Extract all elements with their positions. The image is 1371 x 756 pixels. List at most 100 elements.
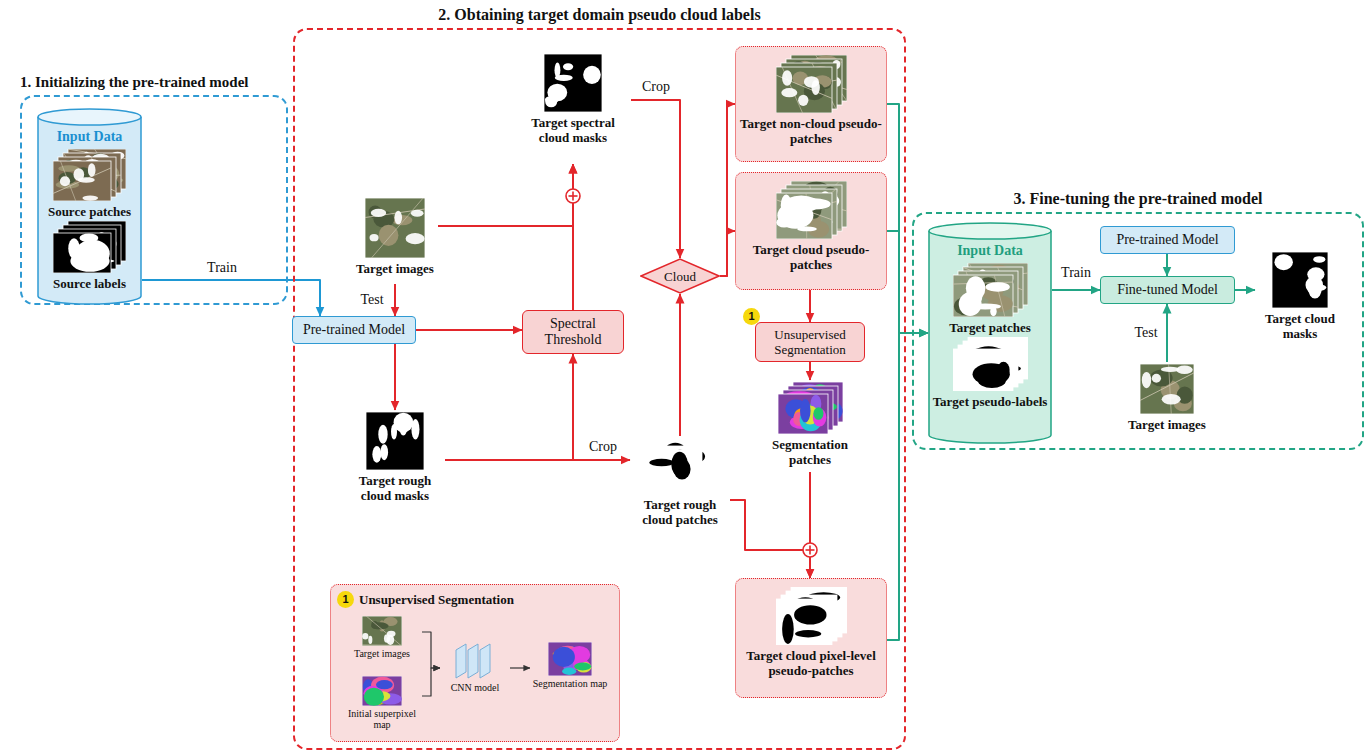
image-node: Target images <box>352 196 438 284</box>
image-node: Target images <box>1122 362 1212 432</box>
plus-symbol <box>803 543 817 557</box>
caption: Target images <box>352 261 438 276</box>
image-stack <box>776 55 847 113</box>
image-stack <box>53 221 126 273</box>
image-node: Target rough cloud masks <box>345 410 445 510</box>
caption: Target rough cloud patches <box>630 497 730 527</box>
box-label: Cloud <box>664 269 696 284</box>
process-box: Spectral Threshold <box>522 310 624 354</box>
image-stack <box>776 181 847 239</box>
image-stack <box>649 438 712 494</box>
image-node: Target cloud masks <box>1255 250 1345 350</box>
edge-label: Train <box>1059 265 1093 281</box>
box-label: Fine-tuned Model <box>1117 282 1218 298</box>
image-thumbnail <box>362 616 402 646</box>
connector <box>887 231 928 333</box>
section-title: 1. Initializing the pre-trained model <box>20 72 288 92</box>
section-title: 2. Obtaining target domain pseudo cloud … <box>295 5 904 25</box>
connector <box>394 344 396 410</box>
callout-number: 1 <box>337 591 354 608</box>
caption: Segmentation patches <box>750 437 870 467</box>
image-thumbnail <box>365 198 425 258</box>
callout-number: 1 <box>743 308 760 325</box>
image-node: Target rough cloud patches <box>630 436 730 540</box>
decision-diamond: Cloud <box>640 258 720 294</box>
connector <box>730 500 810 578</box>
connector <box>679 294 681 436</box>
model-box: Fine-tuned Model <box>1100 276 1235 304</box>
image-node: Segmentation patches <box>750 380 870 472</box>
connector <box>1166 304 1168 362</box>
caption: Target non-cloud pseudo-patches <box>740 116 882 146</box>
patch-group: Target cloud pseudo-patches <box>735 172 887 290</box>
patch-group: Target non-cloud pseudo-patches <box>735 46 887 162</box>
inset-title: Unsupervised Segmentation <box>359 591 514 608</box>
cnn-icon <box>450 642 500 680</box>
caption: Target cloud pixel-level pseudo-patches <box>740 648 882 678</box>
data-cylinder: Input DataSource patchesSource labels <box>37 108 142 305</box>
image-node: Target images <box>342 614 422 666</box>
image-stack <box>53 149 126 201</box>
box-label: Unsupervised Segmentation <box>760 327 860 357</box>
connector <box>809 362 811 380</box>
image-stack <box>953 337 1028 391</box>
connector <box>887 333 928 640</box>
image-node: Target spectral cloud masks <box>515 52 631 164</box>
connector <box>510 667 530 668</box>
image-stack <box>776 587 847 645</box>
section-title: 3. Fine-tuning the pre-trained model <box>914 189 1362 209</box>
connector <box>720 231 735 276</box>
edge-label: Crop <box>640 79 672 95</box>
image-thumbnail <box>1272 252 1328 308</box>
caption: Target rough cloud masks <box>345 473 445 503</box>
caption: Target images <box>1122 417 1212 432</box>
connector <box>422 632 440 668</box>
box-label: Pre-trained Model <box>303 322 405 338</box>
image-thumbnail <box>366 412 424 470</box>
connector <box>422 668 440 696</box>
cnn-node: CNN model <box>440 640 510 700</box>
connector <box>438 164 573 226</box>
caption: Target cloud masks <box>1255 311 1345 341</box>
caption: Source patches <box>41 204 138 219</box>
model-box: Pre-trained Model <box>292 316 416 344</box>
cylinder-title: Input Data <box>957 242 1023 259</box>
connector <box>445 459 630 461</box>
section-panel: 1. Initializing the pre-trained modelInp… <box>20 95 288 305</box>
connector <box>1052 289 1100 291</box>
edge-label: Test <box>1132 325 1159 341</box>
caption: Target images <box>342 648 422 659</box>
image-node: Initial superpixel map <box>342 674 422 736</box>
box-label: Pre-trained Model <box>1116 232 1218 248</box>
image-thumbnail <box>1140 364 1194 414</box>
image-stack <box>953 263 1028 317</box>
image-thumbnail <box>362 676 402 706</box>
image-node: Segmentation map <box>530 640 610 702</box>
image-thumbnail <box>544 54 602 112</box>
caption: Target spectral cloud masks <box>515 115 631 145</box>
caption: Segmentation map <box>530 678 610 689</box>
caption: Target patches <box>932 320 1048 335</box>
inset-panel: 1 Unsupervised SegmentationTarget imagesI… <box>330 584 620 742</box>
caption: Target pseudo-labels <box>932 394 1048 409</box>
model-box: Pre-trained Model <box>1100 226 1235 254</box>
connector <box>416 329 522 331</box>
connector <box>445 354 573 460</box>
connector <box>1235 289 1255 291</box>
caption: CNN model <box>440 682 510 693</box>
connector <box>631 100 680 258</box>
caption: Target cloud pseudo-patches <box>740 242 882 272</box>
edge-label: Test <box>358 292 385 308</box>
caption: Initial superpixel map <box>342 708 422 730</box>
cylinder-title: Input Data <box>57 128 123 145</box>
process-box: 1Unsupervised Segmentation <box>755 322 865 362</box>
data-cylinder: Input DataTarget patchesTarget pseudo-la… <box>928 222 1052 444</box>
patch-group: Target cloud pixel-level pseudo-patches <box>735 578 887 698</box>
inset-fill <box>330 584 620 742</box>
connector <box>1166 254 1168 276</box>
connector <box>572 164 574 310</box>
connector <box>394 284 396 316</box>
image-stack <box>778 382 843 434</box>
